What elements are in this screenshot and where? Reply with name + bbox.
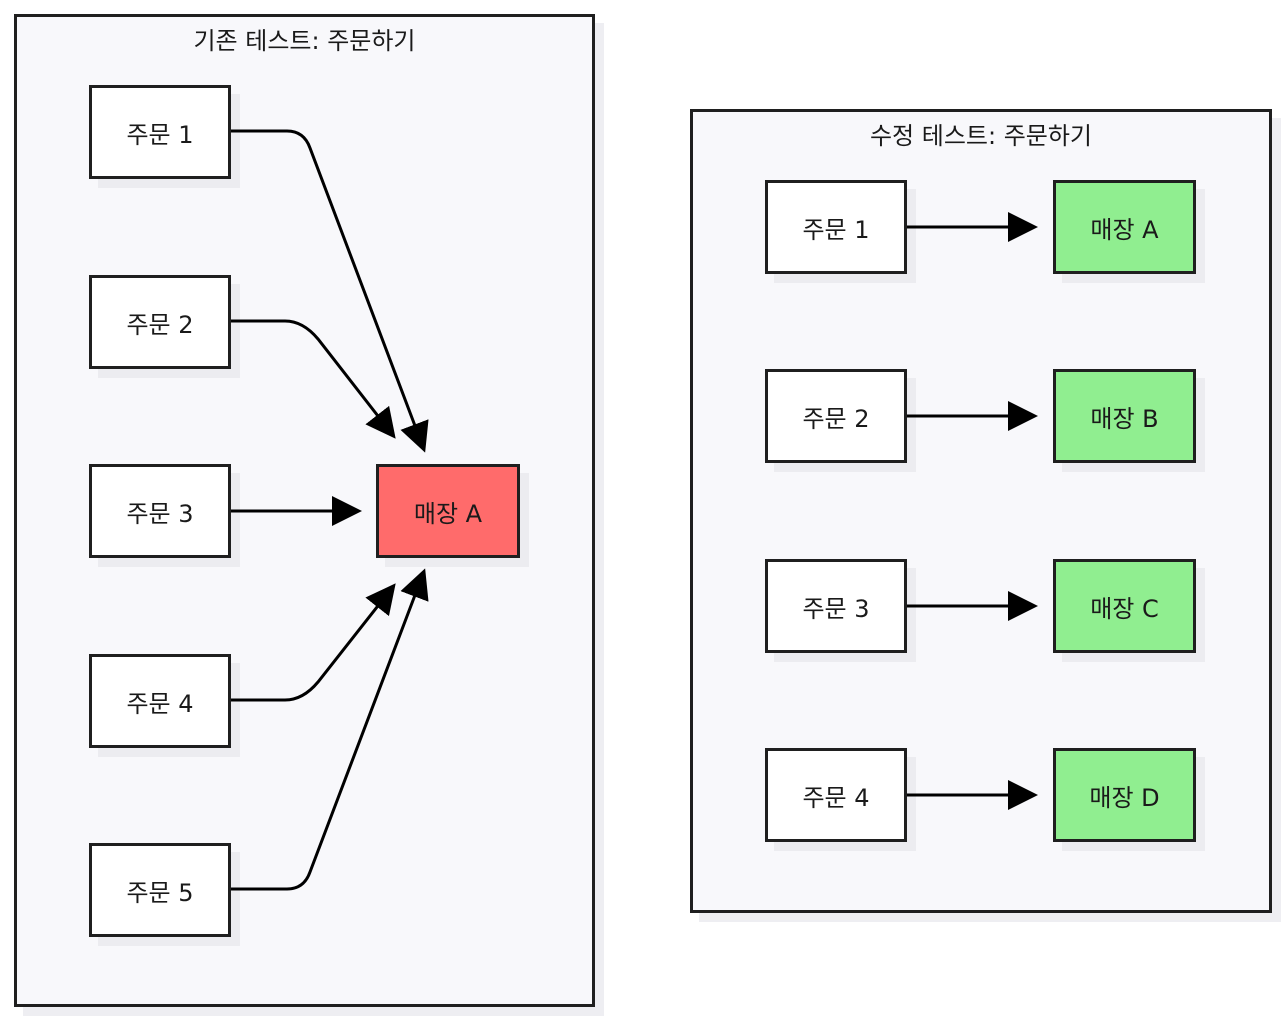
left-order-node-1: 주문 1: [89, 85, 231, 179]
left-order-node-3: 주문 3: [89, 464, 231, 558]
right-store-node-d: 매장 D: [1053, 748, 1196, 842]
right-order-node-2: 주문 2: [765, 369, 907, 463]
right-store-node-a: 매장 A: [1053, 180, 1196, 274]
existing-test-title: 기존 테스트: 주문하기: [193, 27, 416, 55]
revised-test-title: 수정 테스트: 주문하기: [869, 122, 1093, 150]
left-store-node-a: 매장 A: [376, 464, 520, 558]
right-order-node-4: 주문 4: [765, 748, 907, 842]
right-order-node-1: 주문 1: [765, 180, 907, 274]
left-order-node-2: 주문 2: [89, 275, 231, 369]
left-order-node-4: 주문 4: [89, 654, 231, 748]
right-store-node-b: 매장 B: [1053, 369, 1196, 463]
right-store-node-c: 매장 C: [1053, 559, 1196, 653]
right-order-node-3: 주문 3: [765, 559, 907, 653]
left-order-node-5: 주문 5: [89, 843, 231, 937]
